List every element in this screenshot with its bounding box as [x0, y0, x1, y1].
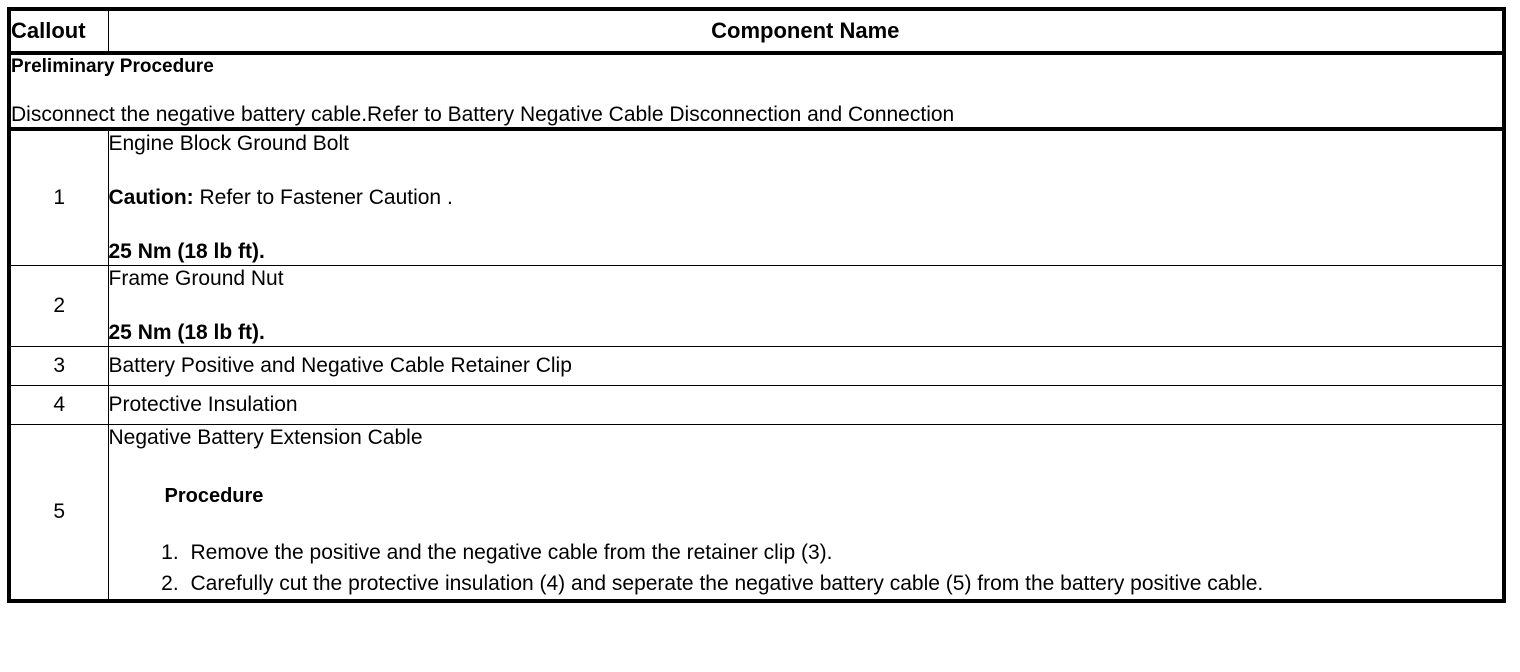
callout-number: 1 [8, 128, 109, 266]
callout-number: 2 [8, 265, 109, 347]
table-row: 1 Engine Block Ground Bolt Caution: Refe… [8, 128, 1505, 266]
table-body: Preliminary Procedure Disconnect the neg… [8, 52, 1505, 602]
preliminary-procedure-cell: Preliminary Procedure Disconnect the neg… [8, 52, 1505, 131]
table-row: 2 Frame Ground Nut 25 Nm (18 lb ft). [8, 265, 1505, 347]
torque-spec: 25 Nm (18 lb ft). [108, 240, 265, 263]
caution-note: Caution: Refer to Fastener Caution . [109, 185, 1503, 211]
procedure-step: Carefully cut the protective insulation … [185, 568, 1503, 599]
component-name-cell: Frame Ground Nut 25 Nm (18 lb ft). [107, 265, 1505, 347]
component-name-cell: Negative Battery Extension Cable Procedu… [107, 424, 1505, 602]
component-name-text: Negative Battery Extension Cable [108, 426, 423, 449]
table-header: Callout Component Name [8, 8, 1505, 55]
component-callout-table: Callout Component Name Preliminary Proce… [7, 7, 1506, 603]
caution-label: Caution: [108, 186, 194, 209]
table-row: 4 Protective Insulation [8, 385, 1505, 425]
torque-spec: 25 Nm (18 lb ft). [108, 321, 265, 344]
column-header-component-name: Component Name [107, 8, 1505, 55]
preliminary-procedure-text: Disconnect the negative battery cable.Re… [11, 103, 955, 126]
component-name-text: Protective Insulation [108, 393, 298, 416]
procedure-step-list: Remove the positive and the negative cab… [109, 537, 1503, 599]
component-name-cell: Battery Positive and Negative Cable Reta… [107, 346, 1505, 386]
component-name-cell: Protective Insulation [107, 385, 1505, 425]
column-header-callout: Callout [8, 8, 109, 55]
callout-number: 4 [8, 385, 109, 425]
component-name-text: Engine Block Ground Bolt [108, 132, 349, 155]
procedure-step: Remove the positive and the negative cab… [185, 537, 1503, 568]
callout-number: 5 [8, 424, 109, 602]
preliminary-procedure-row: Preliminary Procedure Disconnect the neg… [8, 52, 1505, 131]
callout-number: 3 [8, 346, 109, 386]
preliminary-procedure-title: Preliminary Procedure [11, 56, 214, 77]
component-name-cell: Engine Block Ground Bolt Caution: Refer … [107, 128, 1505, 266]
table-header-row: Callout Component Name [8, 8, 1505, 55]
table-row: 3 Battery Positive and Negative Cable Re… [8, 346, 1505, 386]
component-name-text: Battery Positive and Negative Cable Reta… [108, 354, 572, 377]
table-row: 5 Negative Battery Extension Cable Proce… [8, 424, 1505, 602]
component-name-text: Frame Ground Nut [108, 267, 284, 290]
procedure-heading: Procedure [164, 485, 264, 507]
caution-text: Refer to Fastener Caution . [193, 186, 453, 209]
